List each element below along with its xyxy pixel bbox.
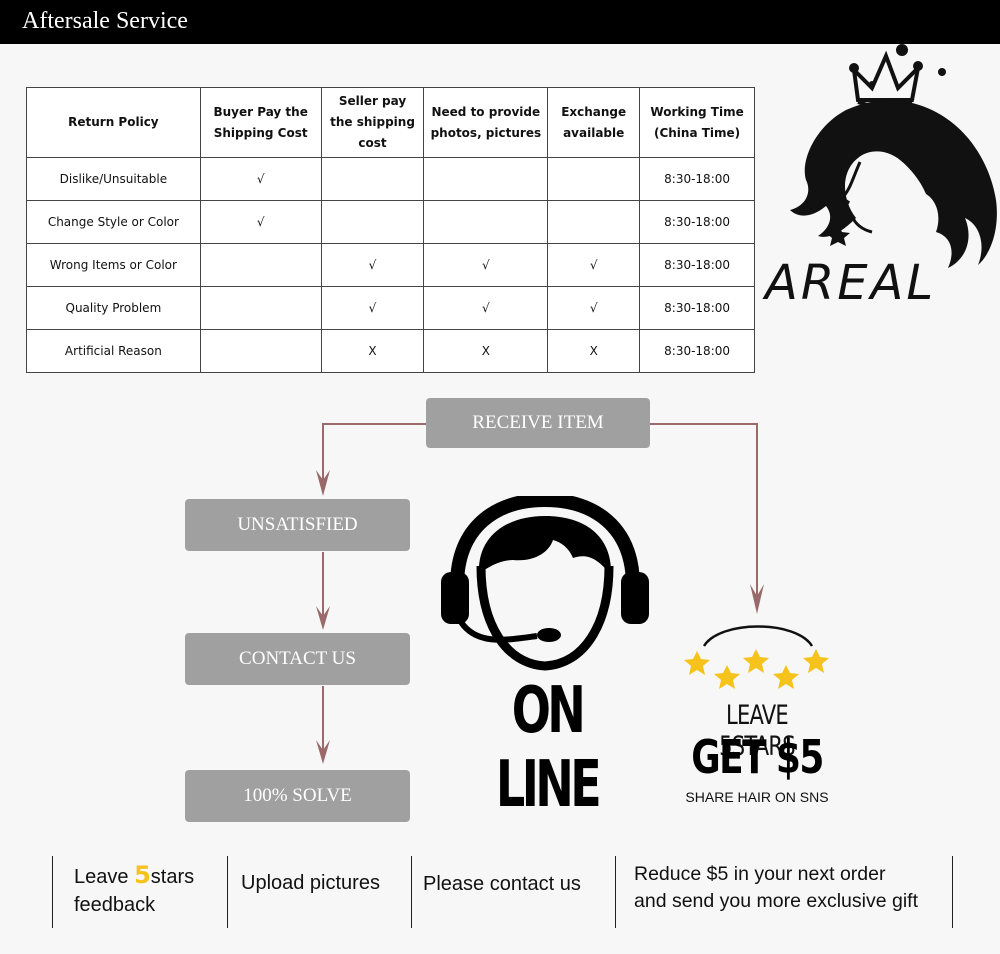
table-row: Dislike/Unsuitable √ 8:30-18:00 xyxy=(26,157,755,201)
column-header: Need to provide photos, pictures xyxy=(423,87,549,158)
table-row: Artificial Reason X X X 8:30-18:00 xyxy=(26,329,755,373)
reduce-offer-text: Reduce $5 in your next order and send yo… xyxy=(634,861,918,915)
column-header: Exchange available xyxy=(547,87,641,158)
leave-prefix: Leave xyxy=(74,866,129,888)
exchange-cell: X xyxy=(547,329,641,373)
divider xyxy=(615,856,616,928)
share-hair-label: SHARE HAIR ON SNS xyxy=(685,789,829,805)
receive-item-box: RECEIVE ITEM xyxy=(426,398,650,448)
contact-us-text: Please contact us xyxy=(423,873,581,895)
exchange-cell xyxy=(547,157,641,201)
contact-us-box: CONTACT US xyxy=(185,633,410,685)
column-header: Working Time (China Time) xyxy=(639,87,755,158)
table-row: Wrong Items or Color √ √ √ 8:30-18:00 xyxy=(26,243,755,287)
crowned-woman-icon xyxy=(790,44,997,268)
table-header-row: Return Policy Buyer Pay the Shipping Cos… xyxy=(26,87,755,158)
table-row: Change Style or Color √ 8:30-18:00 xyxy=(26,200,755,244)
table-row: Quality Problem √ √ √ 8:30-18:00 xyxy=(26,286,755,330)
solve-box: 100% SOLVE xyxy=(185,770,410,822)
online-label: ON LINE xyxy=(495,674,602,822)
reduce-line-1: Reduce $5 in your next order xyxy=(634,863,886,885)
brand-name: AREAL xyxy=(765,255,937,311)
reduce-line-2: and send you more exclusive gift xyxy=(634,890,918,912)
leave-feedback-text: Leave 5stars feedback xyxy=(74,861,194,919)
working-time-cell: 8:30-18:00 xyxy=(639,243,755,287)
get-five-dollars-label: GET $5 xyxy=(691,730,824,784)
divider xyxy=(952,856,953,928)
divider xyxy=(227,856,228,928)
five-number: 5 xyxy=(134,861,151,889)
five-stars-icon xyxy=(684,625,829,689)
working-time-cell: 8:30-18:00 xyxy=(639,157,755,201)
working-time-cell: 8:30-18:00 xyxy=(639,329,755,373)
bottom-info-row: Leave 5stars feedback Upload pictures Pl… xyxy=(0,852,1000,932)
policy-cell: Wrong Items or Color xyxy=(26,243,201,287)
headset-agent-icon xyxy=(441,496,649,671)
buyer-pay-cell: √ xyxy=(199,157,322,201)
photos-cell xyxy=(423,157,549,201)
divider xyxy=(52,856,53,928)
leave-suffix: stars xyxy=(150,866,195,888)
working-time-cell: 8:30-18:00 xyxy=(639,286,755,330)
exchange-cell xyxy=(547,200,641,244)
column-header: Return Policy xyxy=(26,87,201,158)
unsatisfied-box: UNSATISFIED xyxy=(185,499,410,551)
seller-pay-cell: √ xyxy=(320,243,425,287)
policy-cell: Change Style or Color xyxy=(26,200,201,244)
column-header: Buyer Pay the Shipping Cost xyxy=(199,87,322,158)
page-title: Aftersale Service xyxy=(22,8,188,34)
policy-cell: Dislike/Unsuitable xyxy=(26,157,201,201)
seller-pay-cell: X xyxy=(320,329,425,373)
header-bar: Aftersale Service xyxy=(0,0,1000,44)
photos-cell: √ xyxy=(423,243,549,287)
feedback-word: feedback xyxy=(74,894,156,916)
divider xyxy=(411,856,412,928)
leave-five-stars-label: LEAVE 5STARS xyxy=(719,700,796,762)
working-time-cell: 8:30-18:00 xyxy=(639,200,755,244)
return-policy-table: Return Policy Buyer Pay the Shipping Cos… xyxy=(26,87,755,373)
photos-cell: √ xyxy=(423,286,549,330)
buyer-pay-cell xyxy=(199,329,322,373)
policy-cell: Quality Problem xyxy=(26,286,201,330)
buyer-pay-cell: √ xyxy=(199,200,322,244)
column-header: Seller pay the shipping cost xyxy=(320,87,425,158)
policy-cell: Artificial Reason xyxy=(26,329,201,373)
upload-pictures-text: Upload pictures xyxy=(241,872,380,894)
brand-logo xyxy=(760,40,1000,320)
